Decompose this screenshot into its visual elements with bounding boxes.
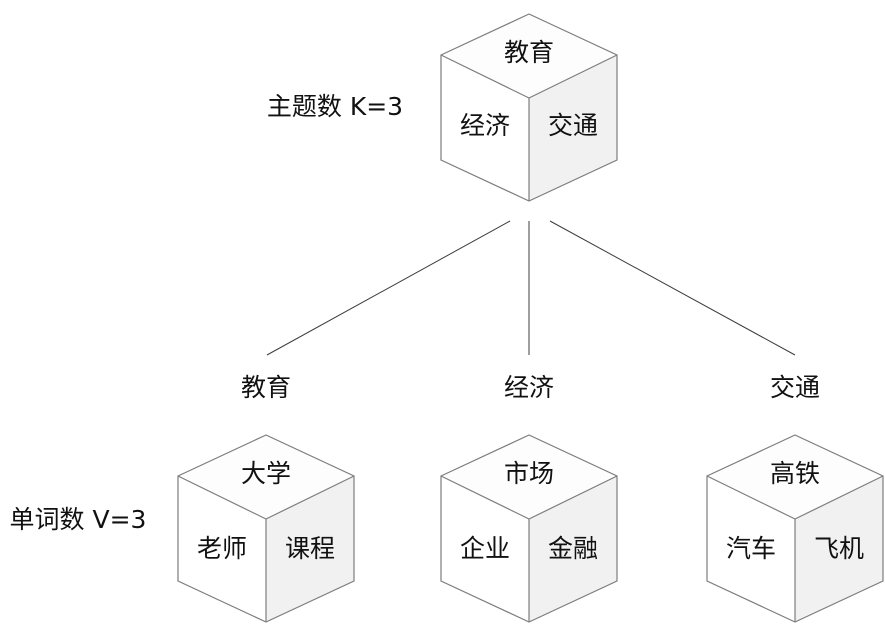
word-label-teacher: 老师: [197, 534, 247, 563]
word-label-high-speed-rail: 高铁: [770, 459, 820, 488]
topic-cube-left-face: [441, 55, 529, 201]
word-cube-right-face: [795, 476, 883, 622]
word-cube-education: 大学 老师 课程: [177, 434, 355, 623]
topic-cube-right-face: [529, 55, 617, 201]
topic-title-transport: 交通: [770, 373, 820, 402]
word-cube-outline: [177, 434, 355, 623]
word-cube-left-face: [707, 476, 795, 622]
word-cube-left-face: [441, 476, 529, 622]
topic-cube: 教育 经济 交通: [440, 13, 618, 202]
word-label-course: 课程: [285, 534, 335, 563]
topic-cube-top-label: 教育: [504, 38, 554, 67]
connector-line-right: [549, 220, 796, 356]
topic-title-economy: 经济: [504, 373, 554, 402]
word-label-enterprise: 企业: [460, 534, 510, 563]
word-cube-left-face: [178, 476, 266, 622]
topic-cube-left-label: 经济: [460, 111, 510, 140]
word-cube-outline: [706, 434, 884, 623]
word-label-airplane: 飞机: [814, 534, 864, 563]
word-label-university: 大学: [241, 459, 291, 488]
topic-count-label: 主题数 K=3: [267, 92, 403, 121]
connector-line-left: [266, 220, 511, 356]
word-cube-right-face: [529, 476, 617, 622]
word-label-market: 市场: [504, 459, 554, 488]
topic-cube-outline: [440, 13, 618, 202]
word-cube-outline: [440, 434, 618, 623]
word-cube-right-face: [266, 476, 354, 622]
word-cube-transport: 高铁 汽车 飞机: [706, 434, 884, 623]
word-label-finance: 金融: [548, 534, 598, 563]
topic-title-education: 教育: [241, 373, 291, 402]
topic-cube-right-label: 交通: [548, 111, 598, 140]
word-cube-economy: 市场 企业 金融: [440, 434, 618, 623]
word-count-label: 单词数 V=3: [10, 505, 147, 534]
word-label-car: 汽车: [726, 534, 776, 563]
